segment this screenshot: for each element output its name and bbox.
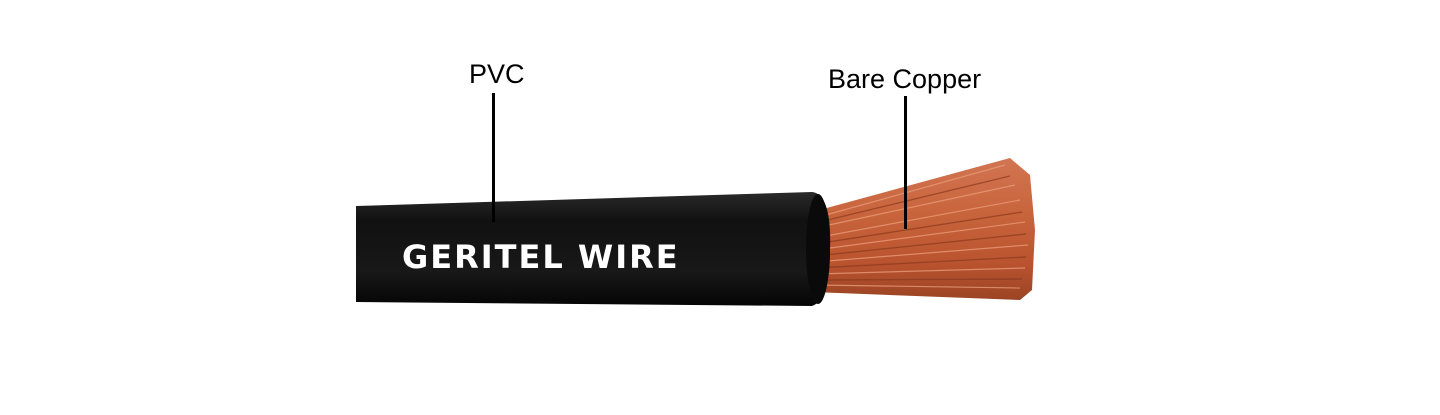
pvc-jacket (356, 192, 831, 306)
pvc-leader-line (492, 93, 495, 222)
pvc-label: PVC (469, 59, 525, 89)
copper-strands (812, 158, 1035, 300)
bare-copper-label: Bare Copper (828, 64, 982, 94)
cable-print-text: GERITEL WIRE (402, 238, 680, 276)
bare-copper-leader-line (904, 96, 907, 229)
